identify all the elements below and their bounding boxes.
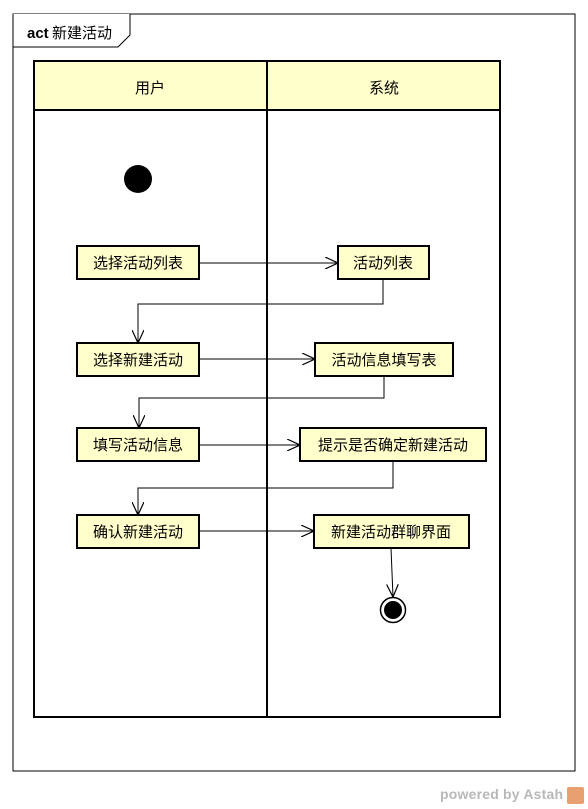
flow-s2-a3 [139,376,385,428]
action-confirm-new-activity-label: 确认新建活动 [93,523,183,541]
diagram-frame [12,13,576,772]
flow-s3-a4 [138,461,394,515]
action-activity-list-label: 活动列表 [353,254,413,272]
action-activity-list [337,245,430,280]
frame-title: 新建活动 [52,24,112,42]
control-flows [138,263,393,597]
final-node-dot [384,601,402,619]
action-select-activity-list-label: 选择活动列表 [93,254,183,272]
lane-header-user [33,60,268,111]
action-activity-info-form-label: 活动信息填写表 [331,351,436,369]
flow-s1-a2 [138,279,384,343]
astah-logo-icon [567,787,584,804]
action-select-new-activity-label: 选择新建活动 [93,351,183,369]
action-confirm-prompt [299,427,487,462]
astah-watermark: powered by Astah [440,786,564,802]
initial-node [124,165,152,193]
lane-title-system: 系统 [369,79,399,97]
lane-title-user: 用户 [135,79,165,97]
flow-s4-final [391,547,393,597]
frame-label-tab [12,14,131,48]
action-new-group-chat-view-label: 新建活动群聊界面 [331,523,451,541]
action-fill-activity-info-label: 填写活动信息 [93,436,183,454]
action-new-group-chat-view [313,514,470,549]
frame-keyword: act [27,25,49,42]
lane-header-system [266,60,501,111]
action-confirm-prompt-label: 提示是否确定新建活动 [318,436,468,454]
